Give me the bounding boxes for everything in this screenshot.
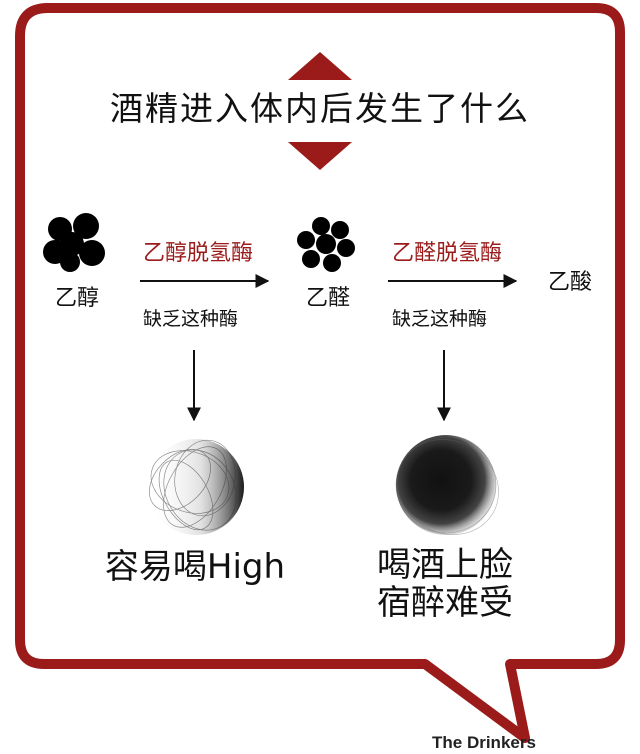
label-acetic-acid: 乙酸 (548, 270, 593, 295)
label-lack-aldh: 缺乏这种酶 (392, 308, 488, 330)
title-triangle-top (288, 52, 352, 80)
label-enzyme-aldh: 乙醛脱氢酶 (392, 241, 503, 266)
label-acetaldehyde: 乙醛 (306, 286, 351, 311)
label-ethanol: 乙醇 (55, 286, 100, 311)
effect-easy-high: 容易喝High (104, 547, 286, 587)
brand-label: The Drinkers (432, 733, 536, 752)
dense-scribble-ball-icon (395, 435, 499, 535)
effect-flush-line2: 宿醉难受 (377, 583, 513, 623)
sparse-scribble-ball-icon (148, 439, 244, 535)
title-triangle-bottom (288, 142, 352, 170)
diagram-title: 酒精进入体内后发生了什么 (110, 89, 530, 128)
effect-flush-line1: 喝酒上脸 (377, 545, 513, 585)
acetaldehyde-molecule-icon (297, 217, 355, 272)
speech-bubble-frame (15, 3, 625, 743)
ethanol-molecule-icon (43, 213, 105, 272)
label-lack-adh: 缺乏这种酶 (143, 308, 239, 330)
label-enzyme-adh: 乙醇脱氢酶 (143, 241, 254, 266)
